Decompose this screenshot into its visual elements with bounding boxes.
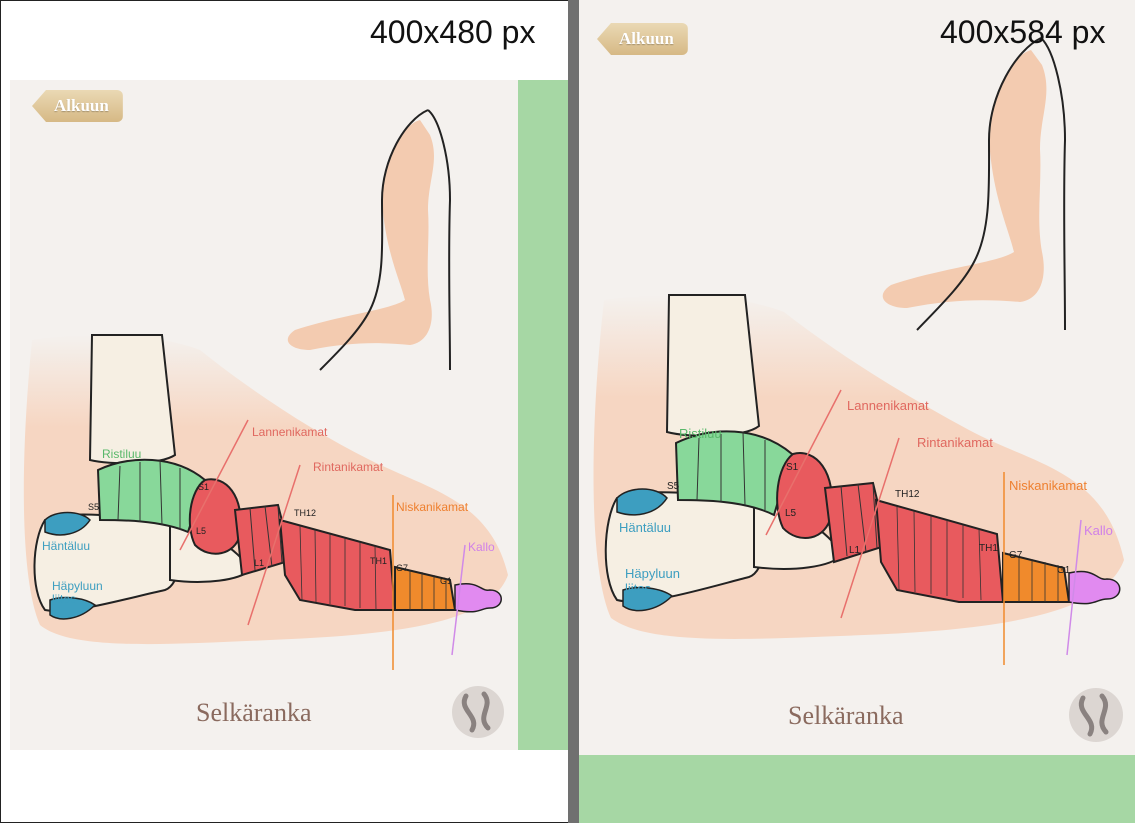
left-size-label: 400x480 px (370, 12, 535, 52)
label-niskanikamat: Niskanikamat (396, 500, 469, 514)
right-app-screen: Lannenikamat Rintanikamat Niskanikamat K… (579, 0, 1135, 823)
label-liitos: liitos (52, 592, 76, 606)
right-anatomy-illustration: Lannenikamat Rintanikamat Niskanikamat K… (579, 0, 1135, 755)
app-logo (1069, 688, 1123, 742)
label-ristiluu: Ristiluu (102, 447, 141, 461)
label-th12: TH12 (895, 489, 920, 500)
label-s5: S5 (88, 502, 99, 512)
left-green-bar (518, 80, 568, 750)
kneeling-figure (288, 120, 434, 350)
label-ristiluu: Ristiluu (679, 426, 722, 441)
label-lannenikamat: Lannenikamat (252, 425, 328, 439)
label-l1: L1 (849, 545, 861, 556)
label-lannenikamat: Lannenikamat (847, 398, 929, 413)
right-green-bar (579, 755, 1135, 823)
label-th1: TH1 (979, 543, 998, 554)
page-title: Selkäranka (196, 698, 312, 728)
label-th1: TH1 (370, 556, 387, 566)
page-title: Selkäranka (788, 701, 904, 731)
label-g7: G7 (1009, 550, 1023, 561)
left-anatomy-illustration: Lannenikamat Rintanikamat Niskanikamat K… (10, 80, 518, 750)
left-app-screen: Lannenikamat Rintanikamat Niskanikamat K… (10, 80, 568, 750)
tibia-bone (667, 295, 759, 436)
label-g1: G1 (1057, 565, 1071, 576)
label-rintanikamat: Rintanikamat (313, 460, 384, 474)
app-logo (452, 686, 504, 738)
label-l5: L5 (196, 526, 206, 536)
label-g7: G7 (396, 563, 408, 573)
label-l5: L5 (785, 508, 797, 519)
label-hantaluu: Häntäluu (42, 539, 90, 553)
label-l1: L1 (254, 558, 264, 568)
label-hantaluu: Häntäluu (619, 520, 671, 535)
label-liitos: liitos (625, 581, 652, 596)
label-niskanikamat: Niskanikamat (1009, 478, 1087, 493)
tibia-bone (90, 335, 175, 463)
panel-divider (568, 0, 579, 823)
back-button[interactable]: Alkuun (32, 90, 123, 122)
label-s1: S1 (198, 482, 209, 492)
label-kallo: Kallo (1084, 523, 1113, 538)
label-th12: TH12 (294, 508, 316, 518)
label-g1: G1 (440, 576, 452, 586)
kneeling-figure (883, 50, 1047, 308)
right-size-label: 400x584 px (940, 12, 1105, 52)
label-kallo: Kallo (468, 540, 495, 554)
label-s1: S1 (786, 462, 799, 473)
label-rintanikamat: Rintanikamat (917, 435, 993, 450)
label-s5: S5 (667, 481, 680, 492)
label-hapyluun: Häpyluun (625, 566, 680, 581)
back-button[interactable]: Alkuun (597, 23, 688, 55)
label-hapyluun: Häpyluun (52, 579, 103, 593)
